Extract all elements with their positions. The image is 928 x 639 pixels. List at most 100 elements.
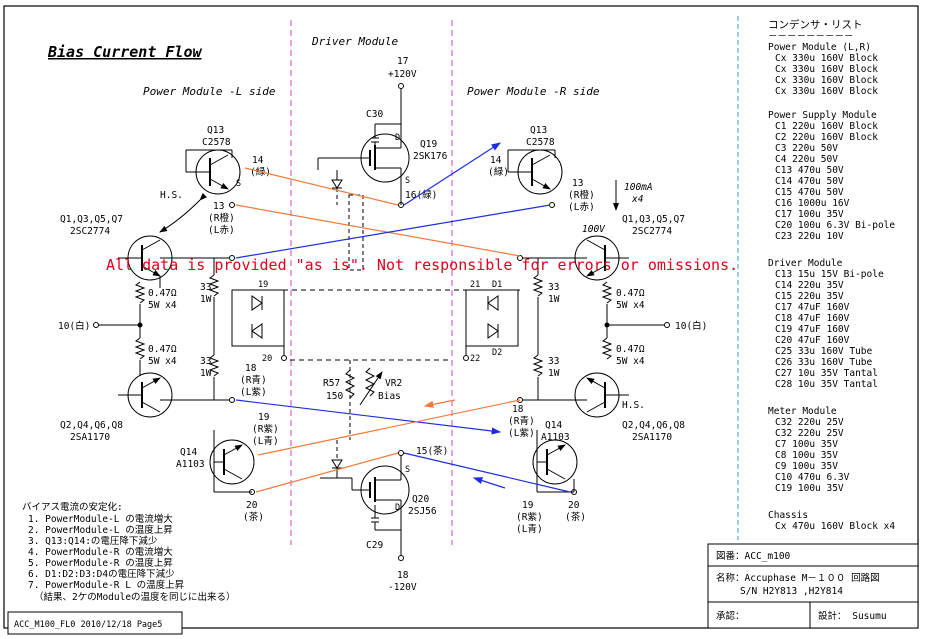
bias-current-multiplier: x4 [631, 194, 644, 205]
flow-right-lower-to-left [257, 399, 521, 456]
group-meter-module-item: C9 100u 35V [775, 461, 838, 472]
right-lower-output-transistor [574, 372, 629, 418]
group-power-supply-item: C17 100u 35V [775, 209, 844, 220]
left-pin-20b-color: (茶) [243, 511, 264, 523]
left-upper-33-ohm-rating: 1W [200, 294, 212, 305]
group-driver-module-item: C27 10u 35V Tantal [775, 368, 878, 379]
right-q14-type: A1103 [541, 432, 570, 443]
left-q14-label: Q14 [180, 447, 197, 458]
notes-item-4: 4. PowerModule-R の電流増大 [28, 546, 173, 558]
flow-left-lower-to-right [235, 399, 502, 435]
left-lower-emitter-r: 0.47Ω [148, 344, 177, 355]
left-pin-20b: 20 [246, 500, 258, 511]
flow-left-q14-to-driver [255, 452, 399, 493]
left-upper-33-ohm: 33 [200, 282, 211, 293]
left-lower-33-ohm: 33 [200, 356, 211, 367]
group-meter-module-name: Meter Module [768, 406, 837, 417]
right-upper-33-ohm: 33 [548, 282, 559, 293]
group-meter-module-item: C32 220u 25V [775, 428, 844, 439]
group-power-module-item: Cx 330u 160V Block [775, 75, 878, 86]
left-q13-transistor [185, 149, 241, 195]
r57-value: 150 [326, 391, 343, 402]
flow-orange-arrow [423, 399, 456, 408]
left-pin-18-color-l: (L紫) [240, 387, 267, 398]
left-pin-19b: 19 [258, 412, 270, 423]
right-q13-label: Q13 [530, 125, 547, 136]
q19-source-pin: S [405, 176, 410, 186]
group-power-module-name: Power Module (L,R) [768, 42, 871, 53]
sheet-border [3, 5, 919, 629]
right-upper-outputs: Q1,Q3,Q5,Q7 [622, 214, 685, 225]
notes-item-5: 5. PowerModule-R の温度上昇 [28, 557, 173, 569]
pos-rail-terminal [398, 83, 404, 89]
right-lower-emitter-r-rating: 5W x4 [616, 356, 645, 367]
notes-result: （結果、2ケのModuleの温度を同じに出来る） [34, 591, 236, 603]
group-power-supply-item: C15 470u 50V [775, 187, 844, 198]
title-block: 図番：ACC_m100 名称：Accuphase M－１００ 回路図 S/N H… [707, 543, 919, 629]
group-driver-module-item: C20 47uF 160V [775, 335, 850, 346]
capacitor-list-title: コンデンサ・リスト [768, 18, 863, 31]
right-lower-outputs: Q2,Q4,Q6,Q8 [622, 420, 685, 431]
flow-left-out-to-right-13 [235, 204, 551, 259]
group-chassis-name: Chassis [768, 510, 808, 521]
neg-rail-voltage: -120V [388, 582, 417, 593]
group-power-module-item: Cx 330u 160V Block [775, 86, 878, 97]
right-d1-label: D1 [492, 280, 502, 290]
right-q14-label: Q14 [545, 420, 562, 431]
left-q13-type: C2578 [202, 137, 231, 148]
left-lower-emitter-r-rating: 5W x4 [148, 356, 177, 367]
right-pin-18: 18 [512, 404, 524, 415]
right-pin-19: 19 [522, 500, 534, 511]
right-heatsink-label: H.S. [622, 400, 645, 411]
left-pin-18-color-r: (R青) [240, 374, 267, 386]
right-module-header: Power Module -R side [467, 85, 600, 98]
c30-label: C30 [366, 109, 383, 120]
right-pin-21: 21 [470, 280, 480, 290]
r57-label: R57 [323, 378, 340, 389]
neg-rail-terminal [398, 555, 404, 561]
right-pin-19-color-l: (L青) [516, 523, 543, 535]
q20-type: 2SJ56 [408, 506, 437, 517]
left-q13-label: Q13 [207, 125, 224, 136]
driver-module-header: Driver Module [311, 35, 398, 48]
flow-return-arrow [472, 477, 506, 489]
disclaimer-watermark: All data is provided "as is". Not respon… [106, 256, 738, 274]
right-upper-emitter-r: 0.47Ω [616, 288, 645, 299]
designed-by: 設計： Susumu [818, 610, 887, 622]
group-power-supply-item: C16 1000u 16V [775, 198, 850, 209]
group-power-module-item: Cx 330u 160V Block [775, 53, 878, 64]
left-lower-outputs: Q2,Q4,Q6,Q8 [60, 420, 123, 431]
group-driver-module-item: C19 47uF 160V [775, 324, 850, 335]
group-chassis-item: Cx 470u 160V Block x4 [775, 521, 895, 532]
group-power-supply-item: C14 470u 50V [775, 176, 844, 187]
left-lower-outputs-type: 2SA1170 [70, 432, 110, 443]
left-q14-type: A1103 [176, 459, 205, 470]
left-pin-19: 19 [258, 280, 268, 290]
left-output-terminal: 10(白) [58, 320, 90, 332]
q20-mosfet [351, 455, 410, 515]
serial-numbers: S/N H2Y813 ,H2Y814 [740, 586, 843, 597]
footer-text: ACC_M100_FL0 2010/12/18 Page5 [14, 620, 162, 630]
right-d2-label: D2 [492, 348, 502, 358]
bias-current-value: 100mA [624, 182, 653, 193]
left-pin-18: 18 [245, 363, 257, 374]
group-meter-module-item: C7 100u 35V [775, 439, 838, 450]
right-voltage-label: 100V [582, 224, 606, 235]
group-power-supply-name: Power Supply Module [768, 110, 877, 121]
group-driver-module-item: C26 33u 160V Tube [775, 357, 873, 368]
notes-item-7: 7. PowerModule-R L の温度上昇 [28, 579, 185, 591]
flow-left-q13-to-driver [244, 167, 399, 206]
notes-item-3: 3. Q13:Q14:の電圧降下減少 [28, 535, 158, 547]
right-pin-13-color-l: (L赤) [568, 202, 595, 213]
drawing-number: 図番：ACC_m100 [716, 550, 791, 562]
flow-driver-to-right-q14 [403, 452, 571, 493]
q20-label: Q20 [412, 494, 429, 505]
group-power-supply-item: C13 470u 50V [775, 165, 844, 176]
right-pin-14: 14 [490, 155, 502, 166]
right-pin-18-color-l: (L紫) [508, 428, 535, 439]
group-power-supply-item: C23 220u 10V [775, 231, 844, 242]
group-meter-module-item: C19 100u 35V [775, 483, 844, 494]
right-lower-outputs-type: 2SA1170 [632, 432, 672, 443]
c29-label: C29 [366, 540, 383, 551]
